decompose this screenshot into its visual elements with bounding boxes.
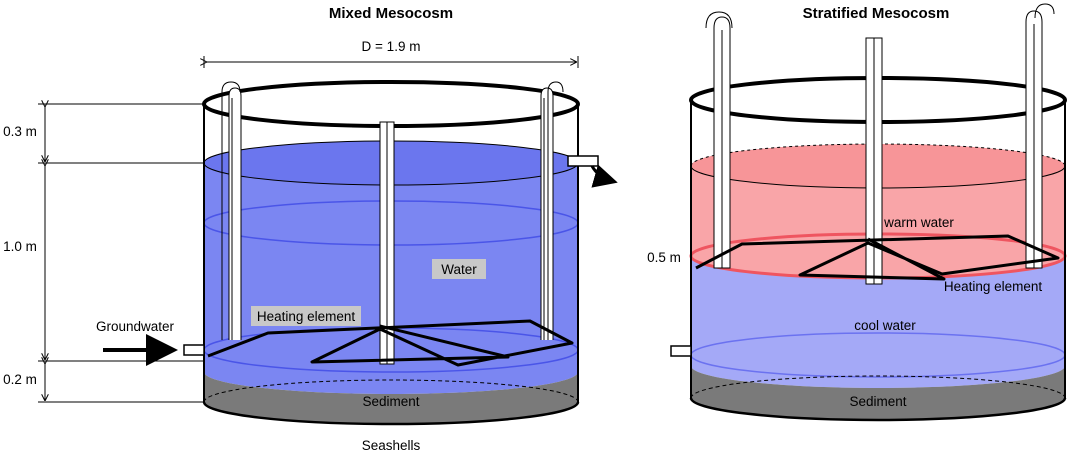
dim-bottom-label: 0.2 m (3, 372, 37, 387)
side-pipe-right (670, 345, 692, 357)
tall-pipe-right (1025, 3, 1055, 269)
warm-water-label: warm water (883, 215, 954, 230)
center-rod (379, 121, 395, 365)
inflow-pipe (183, 344, 205, 356)
sediment-layer (204, 372, 578, 424)
tank-bottom-rim-right (689, 397, 1067, 422)
water-surface-dashed (690, 143, 1066, 167)
water-label: Water (441, 262, 477, 277)
mixed-mesocosm: Mixed Mesocosm D = 1.9 m 0.3 m 1.0 m 0.2… (3, 5, 618, 453)
seashells-label: Seashells (362, 438, 421, 453)
diameter-label: D = 1.9 m (362, 39, 421, 54)
right-pipes (540, 81, 564, 340)
tank-top-rim (202, 80, 580, 128)
sediment-layer-right (691, 366, 1065, 420)
sediment-back-edge-right (690, 375, 1066, 399)
cool-water-label: cool water (854, 318, 916, 333)
sediment-label: Sediment (362, 394, 419, 409)
heating-label-box (251, 306, 361, 326)
outflow-pipe (567, 155, 599, 167)
tall-pipe-left (705, 11, 733, 269)
center-rod-right (865, 37, 883, 285)
outflow-arrow (590, 164, 618, 188)
depth-label: 0.5 m (647, 250, 681, 265)
stratified-mesocosm: Stratified Mesocosm warm water Heating e… (647, 3, 1067, 422)
heating-element-label: Heating element (257, 309, 356, 324)
dim-middle-label: 1.0 m (3, 239, 37, 254)
groundwater-label: Groundwater (96, 319, 175, 334)
heating-element-stratified (695, 234, 1060, 281)
mixed-title: Mixed Mesocosm (329, 5, 453, 22)
vertical-dimensions (38, 104, 204, 403)
heating-element-mixed (207, 319, 574, 367)
tank-bottom-rim (202, 401, 580, 426)
sediment-back-edge (203, 379, 579, 403)
heating-element-label-right: Heating element (944, 279, 1043, 294)
left-pipes (221, 81, 242, 340)
water-label-box (432, 259, 486, 279)
dim-top-label: 0.3 m (3, 124, 37, 139)
sediment-label-right: Sediment (849, 394, 906, 409)
stratified-title: Stratified Mesocosm (803, 5, 950, 22)
